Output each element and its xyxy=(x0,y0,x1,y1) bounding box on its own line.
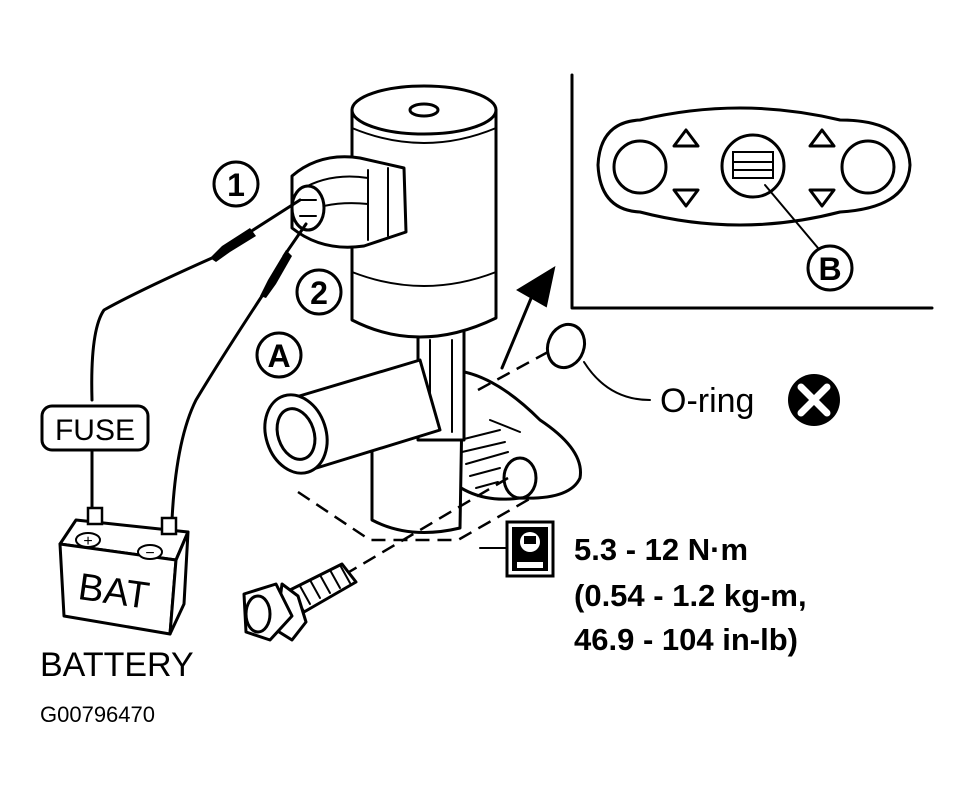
connector-face xyxy=(290,184,326,232)
probe-1 xyxy=(210,228,256,262)
flange-outline xyxy=(297,468,581,542)
torque-line-3: 46.9 - 104 in-lb) xyxy=(574,622,798,657)
plus-sign: + xyxy=(83,533,92,550)
fuse-label: FUSE xyxy=(55,414,135,447)
callout-a: A xyxy=(255,331,303,379)
gasket-hole-left xyxy=(612,139,668,195)
solenoid-top-hole xyxy=(408,102,440,118)
torque-spec: 5.3 - 12 N·m (0.54 - 1.2 kg-m, 46.9 - 10… xyxy=(479,520,807,657)
o-ring-group: O-ring xyxy=(477,322,840,426)
callout-2: 2 xyxy=(295,268,343,316)
mounting-bolt xyxy=(242,476,509,642)
callout-b-label: B xyxy=(818,251,841,287)
battery-side xyxy=(168,530,190,636)
battery-post-positive xyxy=(86,506,104,526)
callout-a-label: A xyxy=(267,338,290,374)
torque-wrench-icon xyxy=(505,520,555,578)
test-circuit: FUSE + − BAT BATTERY xyxy=(40,198,308,684)
detail-arrow xyxy=(500,265,556,370)
fuse: FUSE xyxy=(40,404,150,452)
o-ring-label: O-ring xyxy=(660,382,754,420)
battery-case-label: BAT xyxy=(76,566,152,617)
probe-2 xyxy=(260,250,292,298)
idle-air-valve xyxy=(263,84,582,542)
o-ring-shape xyxy=(545,322,587,370)
torque-line-1: 5.3 - 12 N·m xyxy=(574,532,748,567)
battery-post-negative xyxy=(160,516,178,536)
gasket-screen xyxy=(732,151,774,179)
gasket-hole-right xyxy=(840,139,896,195)
callout-1-label: 1 xyxy=(227,167,245,203)
torque-line-2: (0.54 - 1.2 kg-m, xyxy=(574,578,807,613)
gasket-center-port xyxy=(720,133,786,199)
callout-b-circle xyxy=(806,244,854,292)
battery-label: BATTERY xyxy=(40,646,194,684)
callout-2-label: 2 xyxy=(310,275,328,311)
bolt-hole xyxy=(502,456,538,500)
electrical-connector xyxy=(290,155,408,249)
callout-1: 1 xyxy=(212,160,260,208)
minus-sign: − xyxy=(145,545,154,562)
x-mark-icon xyxy=(788,374,840,426)
figure-id: G00796470 xyxy=(40,702,155,727)
inset-panel: B xyxy=(570,73,934,310)
battery: + − BAT xyxy=(58,506,190,636)
mounting-flange xyxy=(428,368,582,501)
